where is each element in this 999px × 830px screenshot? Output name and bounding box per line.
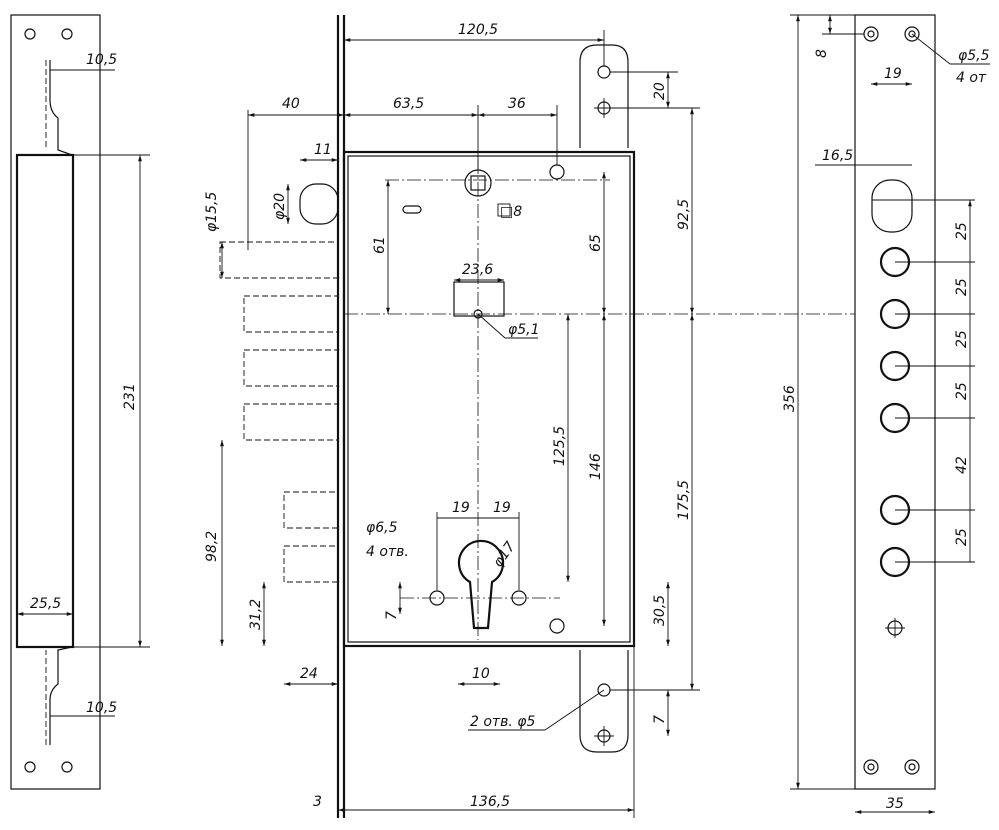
dim-61: 61 bbox=[372, 236, 388, 254]
dim-2-holes-dia5: 2 отв. φ5 bbox=[470, 714, 535, 730]
dim-175-5: 175,5 bbox=[676, 480, 692, 520]
dim-25-a: 25 bbox=[954, 222, 970, 240]
dim-65: 65 bbox=[588, 234, 604, 252]
dim-125-5: 125,5 bbox=[552, 426, 568, 466]
face-plate-view bbox=[790, 14, 990, 814]
dim-146: 146 bbox=[588, 453, 604, 480]
dim-16-5: 16,5 bbox=[822, 148, 853, 164]
dim-24: 24 bbox=[300, 666, 318, 682]
dim-10-5-top: 10,5 bbox=[86, 52, 117, 68]
dim-25-5: 25,5 bbox=[30, 596, 61, 612]
dim-8: 8 bbox=[814, 49, 830, 58]
dim-25-b: 25 bbox=[954, 278, 970, 296]
dim-25-c: 25 bbox=[954, 330, 970, 348]
dim-20: 20 bbox=[652, 82, 668, 100]
dim-dia6-5: φ6,5 bbox=[366, 520, 398, 536]
dim-35: 35 bbox=[886, 796, 904, 812]
dimension-labels: 10,5 231 25,5 10,5 120,5 40 63,5 36 20 9… bbox=[30, 22, 990, 812]
dim-356: 356 bbox=[782, 385, 798, 412]
dim-7-right: 7 bbox=[652, 715, 668, 724]
dim-7-left: 7 bbox=[384, 611, 400, 620]
dim-136-5: 136,5 bbox=[470, 794, 510, 810]
dim-98-2: 98,2 bbox=[204, 531, 220, 562]
dim-sq8: □8 bbox=[500, 204, 522, 220]
dim-36: 36 bbox=[508, 96, 526, 112]
lock-body-view bbox=[219, 15, 855, 818]
dim-30-5: 30,5 bbox=[652, 595, 668, 626]
dim-92-5: 92,5 bbox=[676, 199, 692, 230]
dim-4-holes-a: 4 отв. bbox=[366, 544, 409, 560]
dim-10: 10 bbox=[472, 666, 490, 682]
dim-23-6: 23,6 bbox=[462, 262, 493, 278]
dim-11: 11 bbox=[314, 142, 332, 158]
dim-4-holes-b: 4 от bbox=[956, 70, 987, 86]
dim-231: 231 bbox=[122, 383, 138, 410]
dim-19-right: 19 bbox=[493, 500, 511, 516]
dim-10-5-bottom: 10,5 bbox=[86, 700, 117, 716]
dim-19-plate: 19 bbox=[884, 66, 902, 82]
dim-dia17: φ17 bbox=[490, 539, 519, 570]
dim-dia20: φ20 bbox=[272, 193, 288, 220]
dim-25-e: 25 bbox=[954, 528, 970, 546]
bolt-throws bbox=[219, 241, 339, 583]
dim-63-5: 63,5 bbox=[393, 96, 424, 112]
dim-25-d: 25 bbox=[954, 382, 970, 400]
dim-19-left: 19 bbox=[452, 500, 470, 516]
dim-40: 40 bbox=[282, 96, 300, 112]
dim-dia5-1: φ5,1 bbox=[508, 322, 540, 338]
dim-120-5: 120,5 bbox=[458, 22, 498, 38]
dim-3: 3 bbox=[313, 794, 322, 810]
dim-42: 42 bbox=[954, 456, 970, 474]
strike-plate-view bbox=[10, 14, 150, 790]
dim-31-2: 31,2 bbox=[248, 599, 264, 630]
dim-dia5-5: φ5,5 bbox=[958, 48, 990, 64]
dim-dia15-5: φ15,5 bbox=[204, 192, 220, 233]
